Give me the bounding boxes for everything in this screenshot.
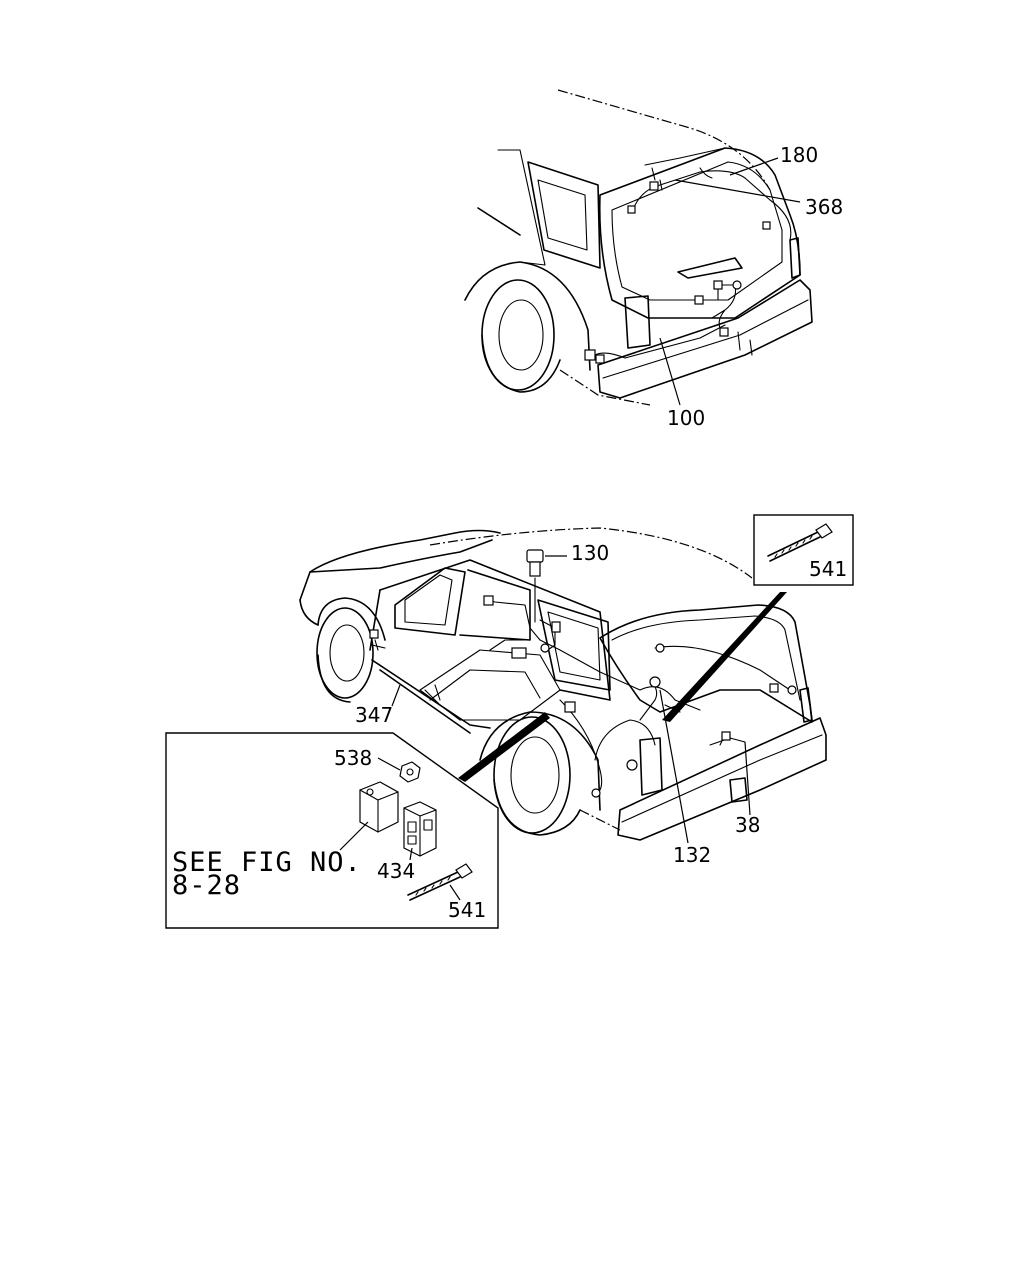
tie-541-part (407, 863, 473, 901)
relay-part (359, 781, 399, 833)
see-fig-note-line1: SEE FIG NO. (172, 847, 362, 878)
callout-541-inset: 541 (809, 557, 847, 581)
callout-538: 538 (334, 746, 372, 770)
callout-368: 368 (805, 195, 843, 219)
callout-38: 38 (735, 813, 760, 837)
bottom-vehicle-view (299, 527, 827, 844)
callout-100: 100 (667, 406, 705, 430)
detail-stripe-lower (458, 712, 550, 782)
clip-130-part (526, 549, 544, 623)
detail-box (165, 732, 499, 929)
callout-132: 132 (673, 843, 711, 867)
inset-tie-box (753, 514, 854, 586)
callout-434: 434 (377, 859, 415, 883)
top-vehicle-view (464, 89, 813, 406)
see-fig-note-line2: 8-28 (172, 870, 241, 901)
callout-180: 180 (780, 143, 818, 167)
callout-130: 130 (571, 541, 609, 565)
nut-538-part (399, 761, 421, 783)
callout-541-detail: 541 (448, 898, 486, 922)
callout-347: 347 (355, 703, 393, 727)
connector-434-part (403, 801, 437, 857)
detail-stripe-upper (662, 592, 787, 722)
